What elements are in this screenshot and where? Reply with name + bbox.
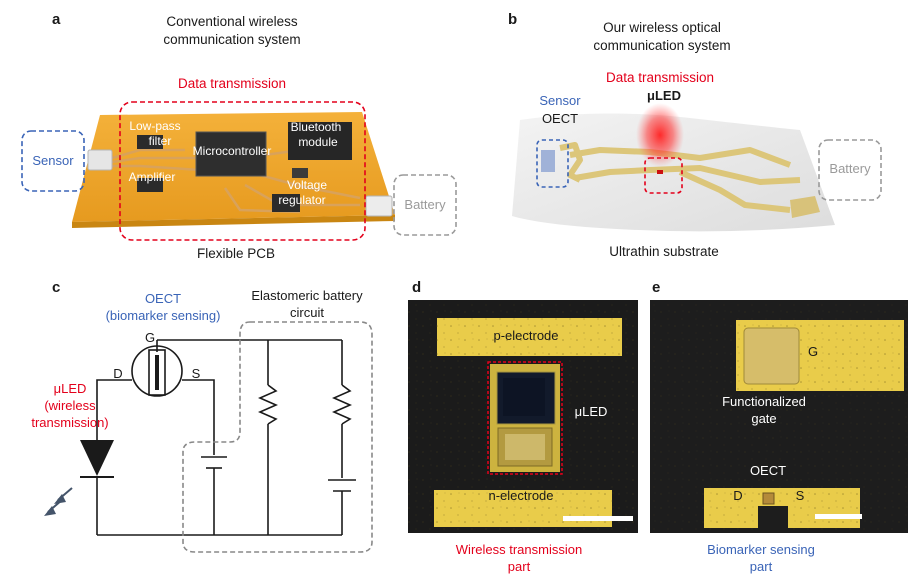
battery-box (393, 174, 457, 236)
panel-e-source-label: S (796, 488, 805, 503)
amplifier-chip (137, 178, 163, 192)
uled-active-region (503, 378, 545, 416)
panel-e: e G Functionalized gate OECT D S Biomark… (650, 279, 908, 574)
functionalized-label-line1: Functionalized (722, 394, 806, 409)
oect-gap (758, 506, 788, 533)
sensor-connector (87, 149, 113, 171)
oect-device (541, 150, 555, 172)
battery-pad-gold (790, 196, 820, 218)
panel-d-scale-bar (563, 516, 633, 521)
circuit-wires (47, 339, 356, 536)
uled-label-line3: transmission) (31, 415, 108, 430)
panel-b-uled-label: μLED (647, 88, 681, 103)
panel-c-letter: c (52, 279, 60, 296)
emission-arrow-head-2 (54, 494, 66, 504)
panel-b-substrate-label: Ultrathin substrate (609, 244, 719, 259)
panel-d-caption-line2: part (508, 559, 531, 574)
battery-circuit-label-line2: circuit (290, 305, 324, 320)
panel-a-sensor-label: Sensor (32, 153, 74, 168)
functionalized-label-line2: gate (751, 411, 776, 426)
uled-label-line1: μLED (54, 381, 87, 396)
panel-a-battery-label: Battery (404, 197, 446, 212)
gate-label: G (145, 330, 155, 345)
panel-e-caption-line1: Biomarker sensing (707, 542, 815, 557)
voltage-label-line2: regulator (278, 193, 325, 207)
low-pass-label-line2: filter (149, 134, 172, 148)
panel-d-letter: d (412, 279, 421, 296)
sensor-box (21, 130, 85, 192)
panel-b-sensor-label: Sensor (539, 93, 581, 108)
panel-b-title-line2: communication system (593, 38, 730, 53)
panel-d-caption-line1: Wireless transmission (456, 542, 582, 557)
amplifier-label: Amplifier (129, 170, 176, 184)
panel-d: d p-electrode μLED n-electrode Wireless … (408, 279, 638, 574)
data-transmission-box (119, 101, 366, 241)
small-chip (292, 168, 308, 178)
ultrathin-substrate-film (512, 113, 835, 232)
panel-b-sensor-box (536, 139, 569, 188)
emission-arrow-head-1 (44, 506, 56, 516)
panel-a: a Conventional wireless communication sy… (21, 11, 457, 261)
panel-b-oect-label: OECT (542, 111, 578, 126)
panel-e-letter: e (652, 279, 660, 296)
n-electrode-label: n-electrode (488, 488, 553, 503)
panel-e-oect-label: OECT (750, 463, 786, 478)
functionalized-gate-area (743, 327, 800, 385)
panel-a-letter: a (52, 11, 61, 28)
uled-label-line2: (wireless (44, 398, 96, 413)
voltage-regulator-chip (272, 194, 300, 212)
panel-e-gate-label: G (808, 344, 818, 359)
oect-label-line1: OECT (145, 291, 181, 306)
oect-channel-device (762, 492, 775, 505)
bluetooth-label-line2: module (298, 135, 338, 149)
bluetooth-label-line1: Bluetooth (291, 120, 342, 134)
panel-b-uled-box (644, 157, 683, 194)
panel-b-letter: b (508, 11, 517, 28)
panel-b-title-line1: Our wireless optical (603, 20, 721, 35)
panel-b-battery-box (818, 139, 882, 201)
uled-light-emission (636, 103, 684, 167)
uled-highlight-box (487, 361, 563, 475)
uled-chip (657, 170, 663, 174)
p-electrode-texture (437, 318, 622, 356)
pcb-edge (72, 215, 395, 228)
panel-a-title-line1: Conventional wireless (166, 14, 298, 29)
voltage-label-line1: Voltage (287, 178, 327, 192)
battery-circuit-label-line1: Elastomeric battery (251, 288, 363, 303)
drain-label: D (113, 366, 122, 381)
panel-a-substrate-label: Flexible PCB (197, 246, 275, 261)
panel-e-drain-label: D (733, 488, 742, 503)
low-pass-filter-chip (137, 135, 163, 149)
low-pass-label-line1: Low-pass (129, 119, 180, 133)
bluetooth-module-chip (288, 122, 352, 160)
panel-a-data-transmission: Data transmission (178, 76, 286, 91)
oect-channel (155, 355, 159, 390)
oect-label-line2: (biomarker sensing) (106, 308, 221, 323)
panel-e-caption-line2: part (750, 559, 773, 574)
uled-diode-symbol (80, 440, 114, 476)
panel-e-scale-bar (815, 514, 862, 519)
panel-c: c OECT (biomarker sensing) Elastomeric b… (31, 279, 373, 553)
microcontroller-chip (195, 131, 267, 177)
panel-a-title-line2: communication system (163, 32, 300, 47)
microcontroller-label: Microcontroller (193, 144, 272, 158)
uled-contact-inner (505, 434, 545, 460)
p-electrode-label: p-electrode (493, 328, 558, 343)
source-label: S (192, 366, 201, 381)
panel-d-uled-label: μLED (575, 404, 608, 419)
panel-b-data-transmission: Data transmission (606, 70, 714, 85)
panel-b: b Our wireless optical communication sys… (508, 11, 882, 259)
battery-connector (365, 195, 393, 217)
elastomeric-battery-enclosure (182, 321, 373, 553)
panel-b-battery-label: Battery (829, 161, 871, 176)
